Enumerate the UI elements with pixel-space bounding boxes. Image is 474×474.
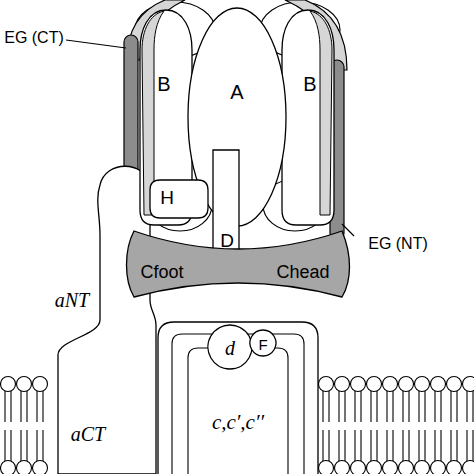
subunit-label: B	[157, 74, 170, 94]
node-outline	[150, 180, 208, 218]
subunit-f-circle: F	[250, 330, 276, 356]
subunit-label: H	[160, 188, 174, 207]
part-label: EG (NT)	[368, 236, 428, 252]
subunit-b: B	[282, 10, 334, 225]
subunit-label: B	[303, 74, 316, 94]
subunit-label: c,c′,c′′	[212, 412, 264, 433]
subunit-label: D	[220, 231, 234, 250]
leader-line	[66, 40, 126, 48]
subunit-label: A	[230, 82, 243, 102]
subunit-h: H	[150, 180, 208, 218]
subunit-label: F	[258, 337, 267, 352]
subunit-label: aCT	[71, 424, 105, 444]
subunit-label: Cfoot	[140, 263, 183, 281]
subunit-label: Chead	[276, 263, 329, 281]
subunit-d: D	[213, 150, 239, 262]
subunit-label: d	[225, 338, 235, 358]
subunit-d-circle: d	[208, 325, 252, 369]
node-outline	[282, 10, 334, 225]
subunit-label: aNT	[55, 290, 89, 310]
subunit-c: Cfoot Chead	[128, 225, 348, 303]
part-label: EG (CT)	[4, 30, 64, 46]
